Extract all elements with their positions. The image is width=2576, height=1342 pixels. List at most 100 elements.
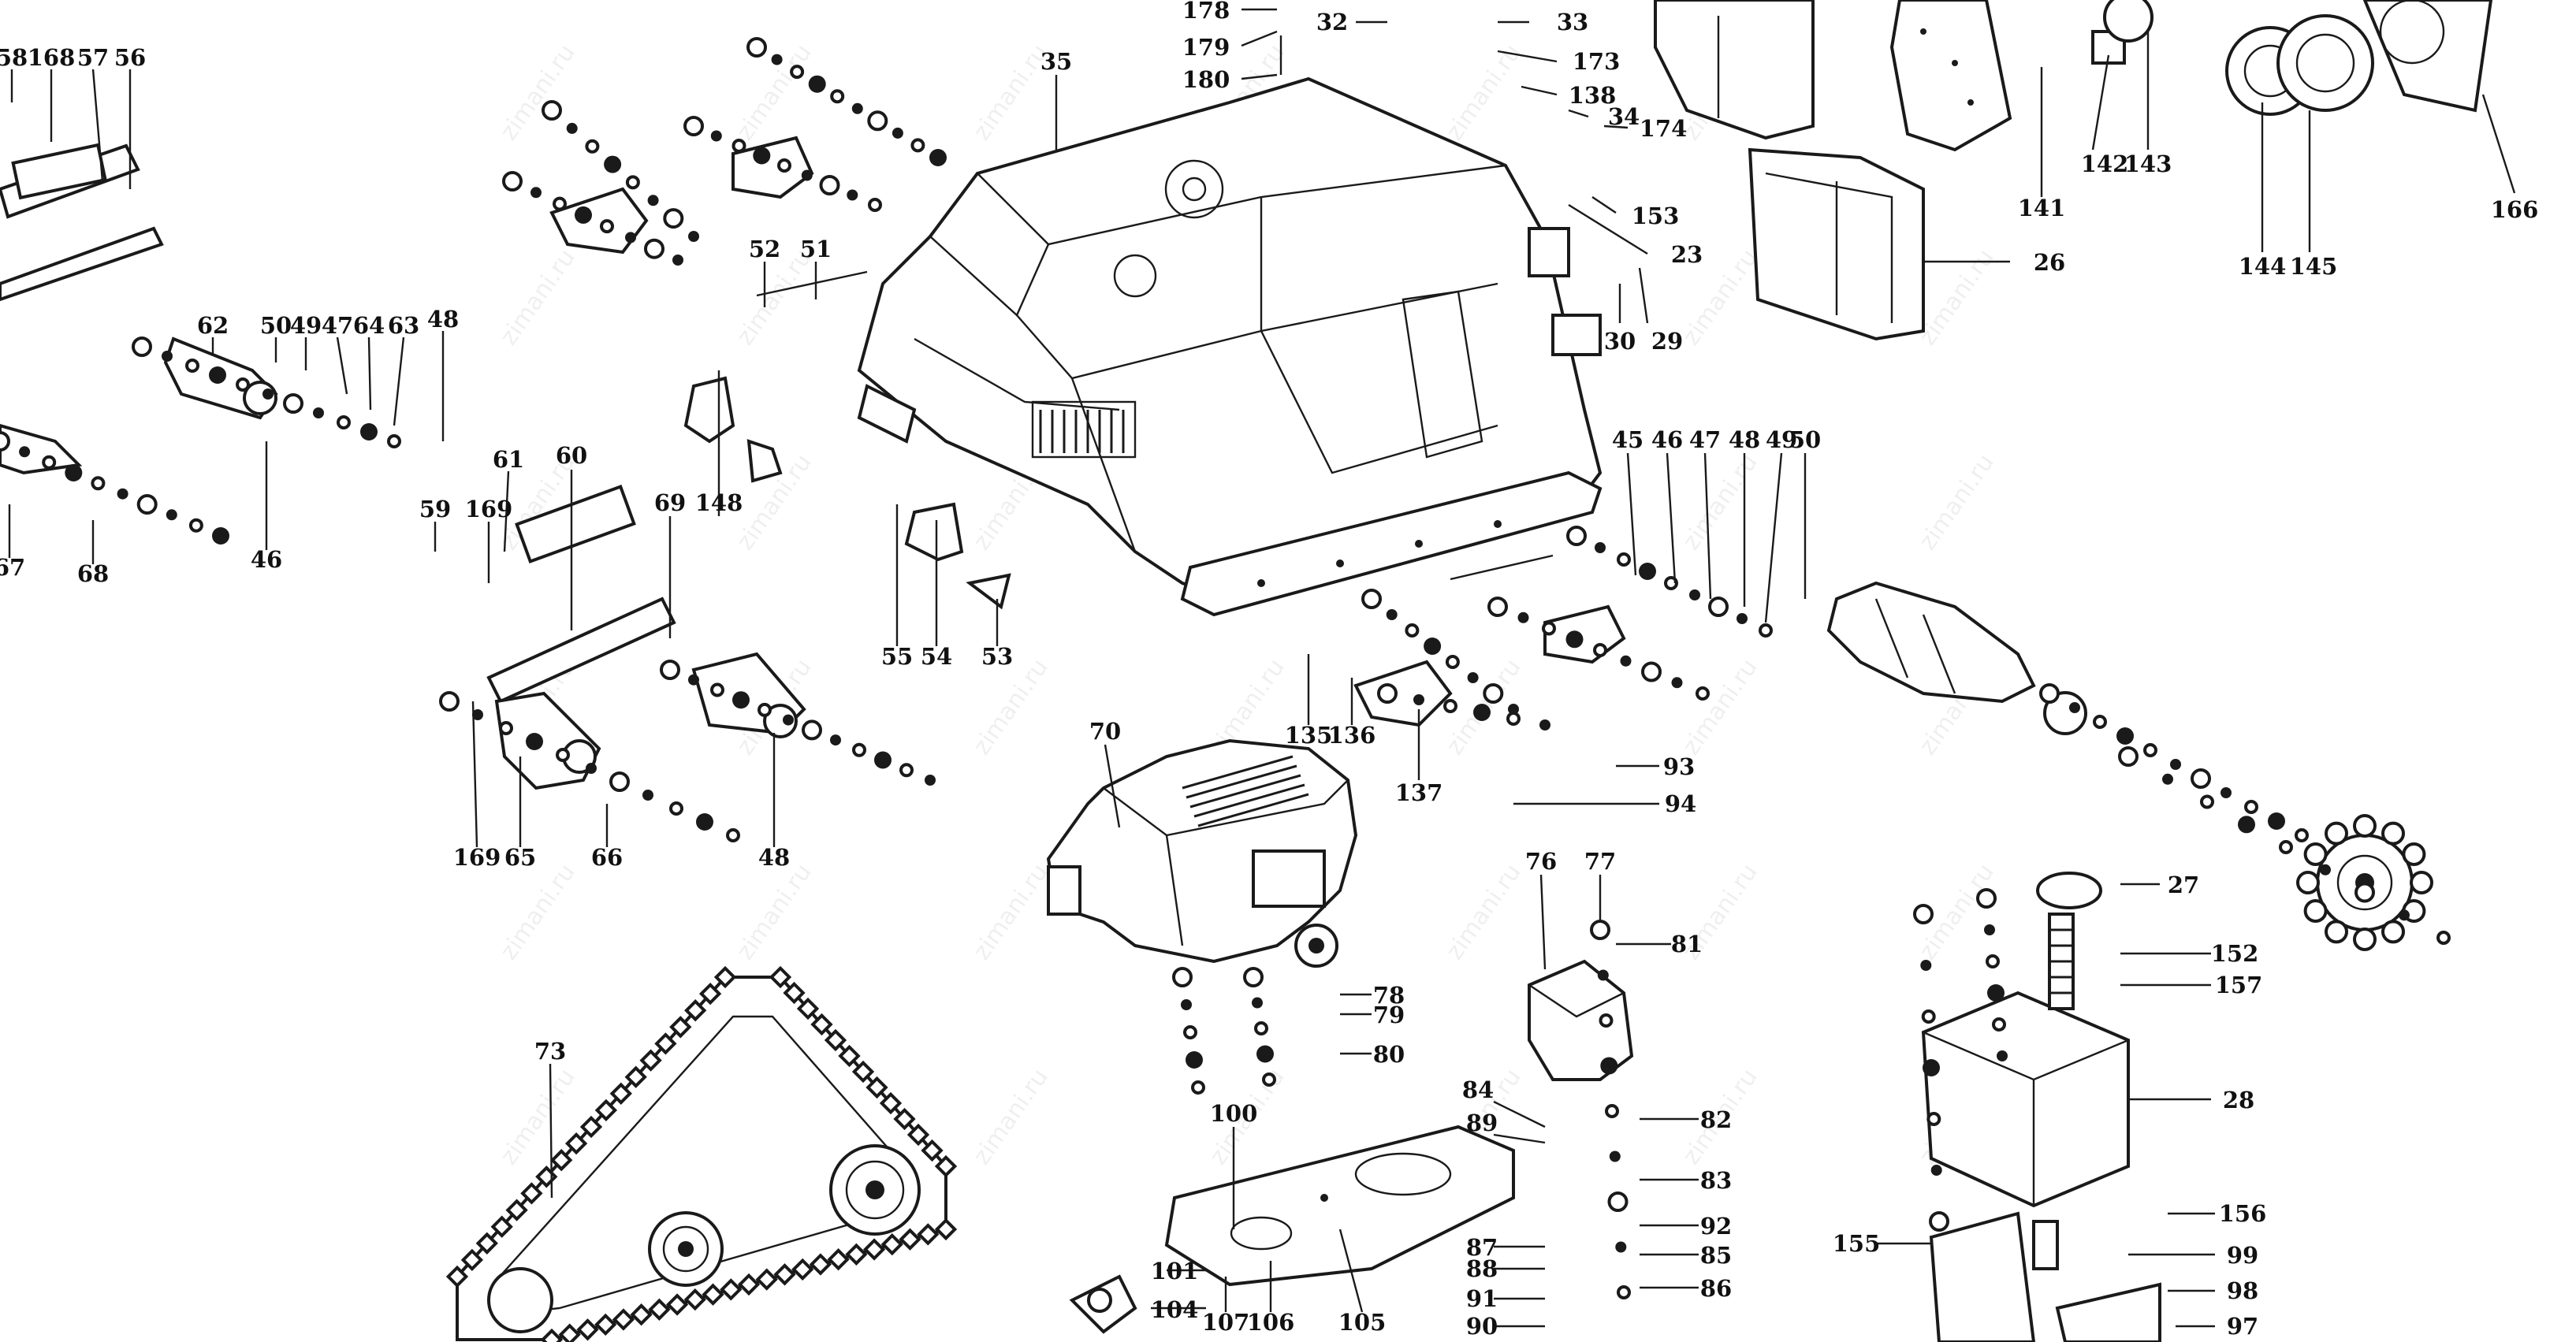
leader-line xyxy=(1626,452,1637,576)
track-lug xyxy=(490,1215,513,1238)
fastener xyxy=(1639,563,1656,580)
part-number-label: 81 xyxy=(1671,931,1703,957)
fastener xyxy=(2244,800,2258,814)
fastener xyxy=(1617,552,1631,567)
fastener xyxy=(802,719,822,741)
fastener xyxy=(1256,1045,1274,1063)
fastener xyxy=(502,171,523,191)
fastener xyxy=(847,189,858,201)
rubber-track xyxy=(445,965,958,1342)
leader-line xyxy=(1104,744,1121,828)
track-lug xyxy=(702,1283,724,1306)
part-number-label: 46 xyxy=(1651,426,1683,453)
part-number-label: 34 xyxy=(1608,103,1640,130)
track-lug xyxy=(906,1123,930,1147)
track-lug xyxy=(558,1323,581,1342)
fastener xyxy=(162,351,173,362)
watermark-text: zimani.ru xyxy=(495,244,581,351)
track-lug xyxy=(460,1248,484,1272)
part-number-label: 142 xyxy=(2081,151,2129,177)
fastener xyxy=(1600,1057,1618,1075)
fastener xyxy=(1539,719,1550,730)
sprocket-tooth xyxy=(2353,814,2377,838)
fastener xyxy=(1386,609,1398,620)
fastener xyxy=(188,518,203,533)
fastener xyxy=(1930,1165,1942,1176)
fastener xyxy=(1921,1009,1936,1024)
fastener xyxy=(586,763,597,774)
fastener xyxy=(2355,882,2375,903)
fastener xyxy=(696,813,713,831)
fastener xyxy=(42,455,57,470)
fastener xyxy=(556,748,570,762)
fastener xyxy=(777,158,791,173)
fastener xyxy=(1262,1072,1276,1087)
track-lug xyxy=(783,981,806,1005)
fastener xyxy=(132,336,152,357)
fastener xyxy=(1997,1050,2008,1061)
fastener xyxy=(688,674,699,686)
fastener xyxy=(1191,1080,1205,1095)
part-number-label: 73 xyxy=(534,1038,566,1065)
watermark-text: zimani.ru xyxy=(968,1064,1054,1170)
fastener xyxy=(1920,960,1932,971)
part-number-label: 155 xyxy=(1833,1230,1881,1257)
fastener xyxy=(585,139,600,154)
fastener xyxy=(910,138,925,153)
part-number-label: 51 xyxy=(800,236,832,262)
fastener xyxy=(283,393,303,414)
fastener xyxy=(851,102,863,114)
sprocket-tooth xyxy=(2303,899,2328,923)
sprocket-tooth xyxy=(2381,821,2405,846)
part-number-label: 48 xyxy=(758,844,790,871)
leader-line xyxy=(91,69,104,182)
fastener xyxy=(91,476,106,491)
fastener xyxy=(542,100,562,121)
fastener xyxy=(609,771,630,792)
sprocket-tooth xyxy=(2296,871,2320,894)
fastener xyxy=(1413,694,1424,705)
fastener xyxy=(1992,1017,2006,1032)
fastener xyxy=(672,255,683,266)
part-number-label: 57 xyxy=(77,44,109,71)
fastener xyxy=(1617,1285,1631,1299)
leader-line xyxy=(2481,94,2516,194)
leader-line xyxy=(1603,125,1629,129)
track-lug xyxy=(737,1273,761,1296)
fastener xyxy=(852,742,866,757)
track-lug xyxy=(810,1013,833,1036)
fastener xyxy=(819,175,840,195)
fastener xyxy=(2295,828,2309,842)
engine xyxy=(1046,738,1358,968)
part-number-label: 89 xyxy=(1466,1110,1498,1136)
fastener xyxy=(2200,794,2214,809)
fastener xyxy=(2191,768,2211,789)
part-number-label: 166 xyxy=(2491,196,2539,223)
part-number-label: 87 xyxy=(1466,1234,1498,1261)
fastener xyxy=(526,733,543,750)
fastener xyxy=(1473,704,1491,721)
track-lug xyxy=(845,1243,868,1266)
leader-line xyxy=(1703,452,1712,600)
part-number-label: 35 xyxy=(1040,48,1072,75)
part-number-label: 152 xyxy=(2211,940,2259,967)
fastener xyxy=(472,709,483,720)
track-lug xyxy=(609,1082,632,1105)
fastener xyxy=(2039,683,2060,704)
part-number-label: 60 xyxy=(556,442,587,469)
fastener xyxy=(1566,526,1587,546)
leader-line xyxy=(2091,54,2110,151)
track-lug xyxy=(796,997,820,1020)
watermark-text: zimani.ru xyxy=(968,654,1054,760)
track-lug xyxy=(773,1263,796,1286)
part-number-label: 53 xyxy=(981,643,1013,670)
part-number-label: 67 xyxy=(0,554,25,581)
fastener xyxy=(1609,1151,1621,1162)
track-lug xyxy=(639,1049,662,1072)
mount-plate xyxy=(1164,1125,1515,1287)
fastener xyxy=(1607,1191,1629,1212)
part-number-label: 23 xyxy=(1671,241,1703,268)
part-number-label: 88 xyxy=(1466,1255,1498,1282)
leader-line xyxy=(503,470,510,552)
